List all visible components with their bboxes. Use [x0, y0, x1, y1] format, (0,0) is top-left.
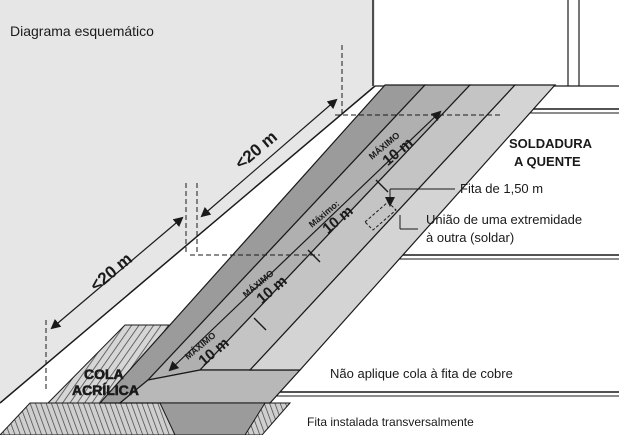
- tick-3: [375, 179, 389, 193]
- transverse-tape: [159, 402, 266, 435]
- weld-title-line2: A QUENTE: [514, 154, 581, 169]
- join-box: [364, 201, 397, 231]
- join-callout-line2: à outra (soldar): [426, 230, 514, 245]
- diagram-title: Diagrama esquemático: [10, 23, 154, 39]
- adhesive-label-line2: ACRÍLICA: [72, 382, 139, 398]
- tape-width-callout: Fita de 1,50 m: [460, 181, 543, 196]
- no-glue-callout: Não aplique cola à fita de cobre: [330, 366, 513, 381]
- dim-arrow-left: [50, 216, 184, 330]
- tick-1: [253, 317, 267, 331]
- join-callout-line1: União de uma extremidade: [426, 212, 582, 227]
- transverse-callout: Fita instalada transversalmente: [307, 415, 474, 429]
- weld-title-line1: SOLDADURA: [509, 136, 593, 151]
- tick-2: [307, 249, 321, 263]
- adhesive-label-line1: COLA: [84, 366, 124, 382]
- dim-arrow-right: [200, 98, 338, 218]
- strip-centre-arrow: [168, 110, 442, 372]
